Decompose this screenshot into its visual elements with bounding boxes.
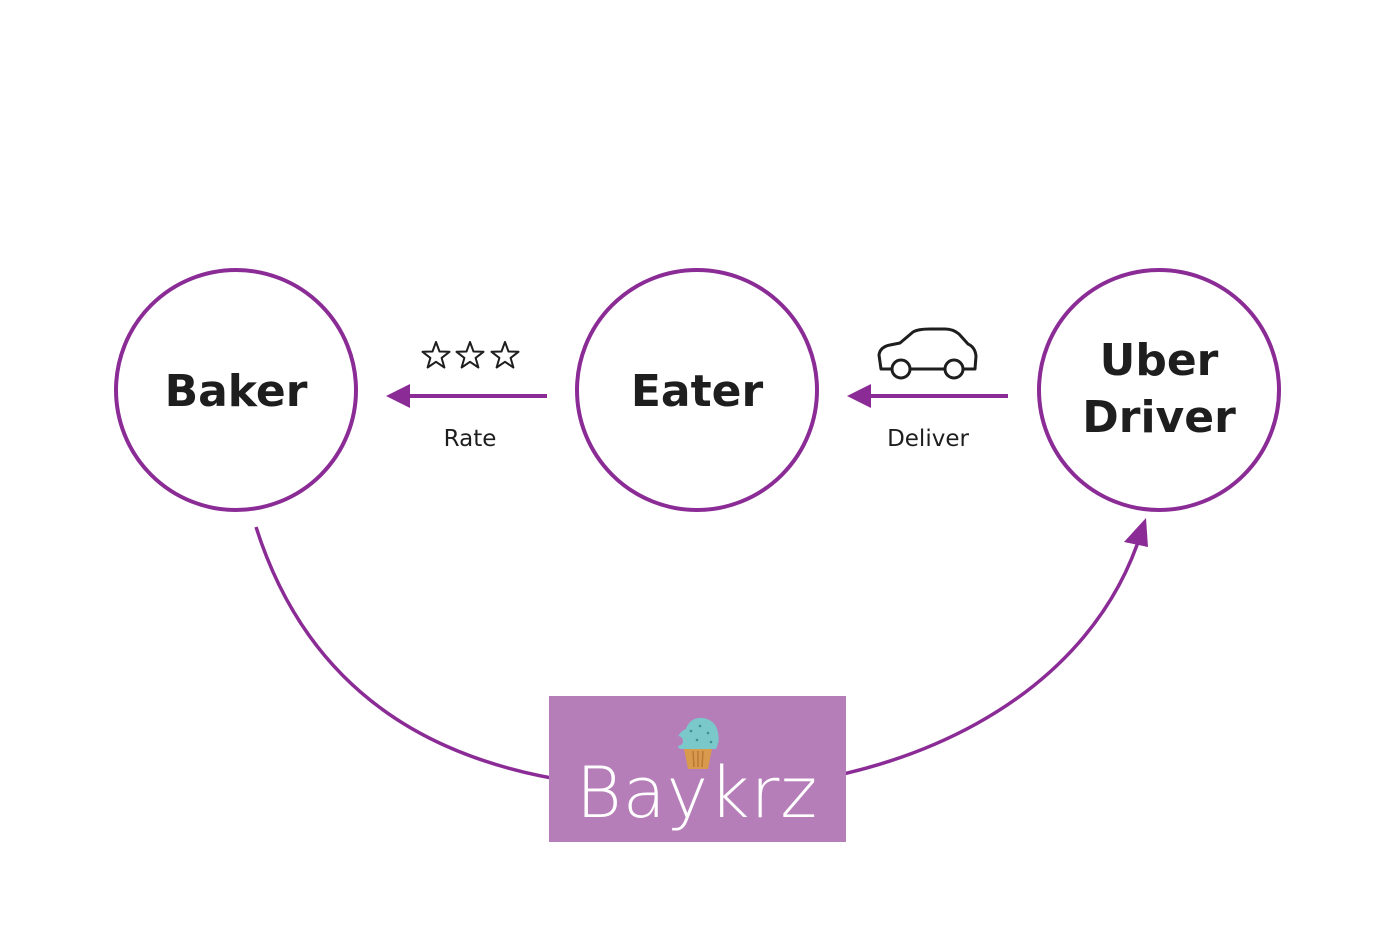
driver-label-line2: Driver — [1082, 392, 1236, 443]
deliver-label: Deliver — [887, 426, 969, 452]
three-stars-icon — [421, 341, 520, 369]
edge-rate: Rate — [386, 341, 547, 452]
eater-label: Eater — [631, 366, 764, 417]
node-baker: Baker — [114, 268, 358, 512]
node-uber-driver: Uber Driver — [1037, 268, 1281, 512]
edge-deliver: Deliver — [847, 327, 1008, 452]
node-eater: Eater — [575, 268, 819, 512]
rate-label: Rate — [444, 426, 497, 452]
baker-label: Baker — [165, 366, 308, 417]
brand-name: Baykrz — [576, 752, 818, 834]
cupcake-icon — [673, 717, 719, 769]
driver-label-line1: Uber — [1100, 335, 1219, 386]
car-icon — [877, 327, 978, 380]
brand-logo: Baykrz — [549, 696, 846, 842]
driver-arrowhead — [1124, 518, 1148, 547]
